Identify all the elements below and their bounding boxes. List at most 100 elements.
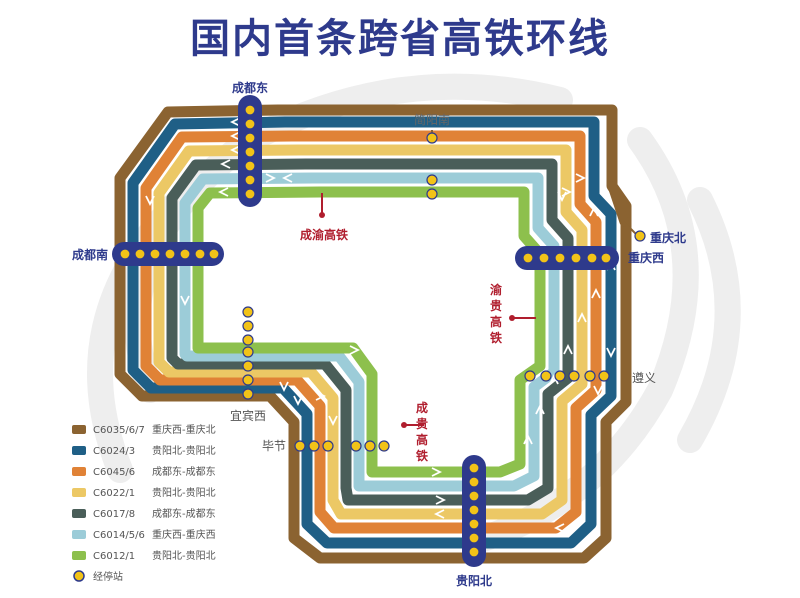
direction-arrow <box>435 495 447 505</box>
stop-dot <box>554 252 566 264</box>
legend-swatch <box>72 467 86 476</box>
station-label-guiyang-north: 贵阳北 <box>456 573 492 588</box>
stop-dot <box>242 388 254 400</box>
legend: C6035/6/7 重庆西-重庆北 C6024/3 贵阳北-贵阳北 C6045/… <box>72 423 216 583</box>
stop-dot <box>194 248 206 260</box>
stop-dot <box>568 370 580 382</box>
legend-code: C6012/1 <box>93 551 135 562</box>
direction-arrow <box>219 159 231 169</box>
stop-dot <box>308 440 320 452</box>
stop-dot <box>244 146 256 158</box>
railway-label-yugui-1: 渝 <box>490 282 503 297</box>
stop-dot <box>540 370 552 382</box>
direction-arrow <box>180 295 190 307</box>
direction-arrow <box>229 145 241 155</box>
railway-label-chengyu: 成渝高铁 <box>300 227 348 242</box>
station-label-chengdu-south: 成都南 <box>72 247 108 262</box>
direction-arrow <box>553 523 565 533</box>
legend-code: C6035/6/7 <box>93 425 145 436</box>
stop-dot <box>164 248 176 260</box>
direction-arrow <box>535 403 545 415</box>
direction-arrow <box>577 311 587 323</box>
direction-arrow <box>229 117 241 127</box>
loop-line <box>153 144 588 520</box>
stop-dot <box>426 188 438 200</box>
stop-dot <box>584 370 596 382</box>
stop-dot <box>242 334 254 346</box>
direction-arrow <box>343 331 355 341</box>
stop-dot <box>468 518 480 530</box>
stop-dot <box>208 248 220 260</box>
direction-arrow <box>349 345 361 355</box>
stop-dot <box>134 248 146 260</box>
railway-label-yugui-3: 高 <box>490 314 502 329</box>
station-labels: 成都东 成都南 重庆西 重庆北 贵阳北 <box>72 80 686 588</box>
railway-label-chenggui-3: 高 <box>416 432 428 447</box>
legend-item: C6012/1 贵阳北-贵阳北 <box>72 549 216 562</box>
legend-stop-label: 经停站 <box>93 570 123 583</box>
loop-line <box>166 158 574 506</box>
stop-dot <box>468 546 480 558</box>
stop-dot <box>322 440 334 452</box>
direction-arrow <box>328 415 338 427</box>
stop-dot <box>242 374 254 386</box>
legend-swatch <box>72 446 86 455</box>
direction-arrow <box>606 347 616 359</box>
loop-line <box>179 172 560 492</box>
stop-dot <box>570 252 582 264</box>
stop-dot <box>554 370 566 382</box>
direction-arrow <box>315 391 327 401</box>
direction-arrow <box>433 509 445 519</box>
pointer-dot-yugui <box>509 315 515 321</box>
station-bar-chongqing-west <box>515 246 619 270</box>
direction-arrow <box>523 433 533 445</box>
legend-route: 成都东-成都东 <box>152 465 216 478</box>
stop-dot <box>524 370 536 382</box>
legend-route: 重庆西-重庆北 <box>152 423 216 436</box>
stop-dot <box>244 132 256 144</box>
stop-dot <box>149 248 161 260</box>
stop-dot <box>179 248 191 260</box>
direction-arrow <box>431 467 443 477</box>
station-label-chengdu-east: 成都东 <box>232 80 268 95</box>
legend-item: C6045/6 成都东-成都东 <box>72 465 216 478</box>
direction-arrow <box>281 173 293 183</box>
stop-dot <box>242 306 254 318</box>
legend-route: 贵阳北-贵阳北 <box>152 486 216 499</box>
direction-arrow <box>217 187 229 197</box>
direction-arrow <box>279 381 289 393</box>
stop-dot <box>426 174 438 186</box>
stop-dots <box>119 104 646 558</box>
legend-item: C6022/1 贵阳北-贵阳北 <box>72 486 216 499</box>
pointer-dot-chengyu <box>319 212 325 218</box>
stop-dot <box>538 252 550 264</box>
stop-dot <box>119 248 131 260</box>
stop-dot <box>522 252 534 264</box>
stop-dot <box>378 440 390 452</box>
railway-pointers <box>321 193 536 426</box>
direction-arrow <box>591 287 601 299</box>
station-label-chongqing-west: 重庆西 <box>628 250 664 265</box>
legend-route: 重庆西-重庆西 <box>152 528 216 541</box>
connector-chongqing-north <box>623 221 637 235</box>
legend-item: C6017/8 成都东-成都东 <box>72 507 216 520</box>
direction-arrow <box>563 343 573 355</box>
railway-label-chenggui-4: 铁 <box>416 448 428 463</box>
legend-code: C6045/6 <box>93 467 135 478</box>
page-title-box: 国内首条跨省高铁环线 <box>0 6 800 64</box>
railway-pointer-dots <box>319 212 515 428</box>
stop-dot <box>468 462 480 474</box>
station-label-yibin-west: 宜宾西 <box>230 408 266 423</box>
page-title: 国内首条跨省高铁环线 <box>190 16 610 62</box>
direction-arrow <box>589 205 599 217</box>
direction-arrow <box>145 195 155 207</box>
legend-item: C6024/3 贵阳北-贵阳北 <box>72 444 216 457</box>
spur-chongqing-north <box>607 181 629 227</box>
stop-dot <box>468 532 480 544</box>
stop-dot <box>244 174 256 186</box>
stop-dot <box>244 188 256 200</box>
legend-swatch <box>72 425 86 434</box>
stop-dot <box>634 230 646 242</box>
